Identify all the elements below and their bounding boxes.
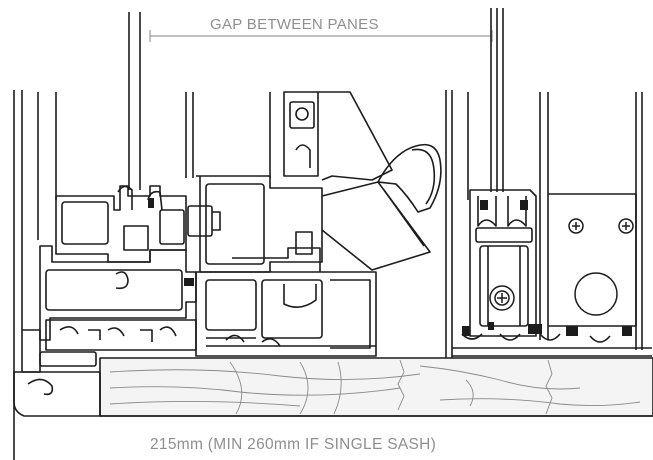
- handle-arm: [318, 91, 442, 271]
- round-hole-icon: [574, 272, 618, 316]
- central-interlock: [187, 91, 323, 273]
- timber-sill: [13, 357, 653, 417]
- seal-blocks: [148, 198, 632, 336]
- cross-screw-icon: [568, 218, 584, 234]
- left-outer-frame: [22, 245, 197, 373]
- right-sash: [469, 189, 537, 337]
- right-frame-fixtures: [452, 193, 652, 357]
- wood-grain: [109, 359, 641, 415]
- left-glass-pane: [128, 12, 141, 190]
- bottom-rail: [195, 271, 377, 357]
- gap-dimension: [149, 30, 493, 42]
- width-dimension-label: 215mm (MIN 260mm IF SINGLE SASH): [150, 436, 437, 453]
- cross-screw-icon: [618, 218, 634, 234]
- screw-head-icon: [489, 285, 515, 311]
- gap-dimension-label: GAP BETWEEN PANES: [208, 16, 381, 33]
- right-glass-pane: [490, 8, 504, 192]
- frame-verticals: [13, 90, 643, 460]
